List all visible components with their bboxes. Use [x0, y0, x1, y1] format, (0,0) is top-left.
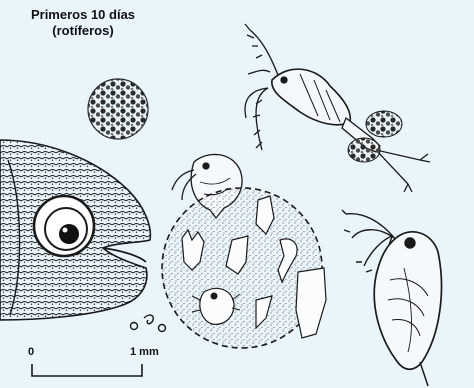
scale-start-label: 0	[28, 346, 34, 358]
small-rotifer-particles	[131, 315, 166, 331]
egg-mass	[88, 79, 148, 139]
scale-end-label: 1 mm	[130, 346, 159, 358]
title-line-2: (rotíferos)	[8, 23, 158, 39]
title-line-1: Primeros 10 días	[8, 7, 158, 23]
fish-pupil	[59, 224, 79, 244]
diagram-title: Primeros 10 días (rotíferos)	[8, 7, 158, 39]
rotifer-g	[296, 268, 326, 338]
cladoceran-daphnia	[342, 210, 441, 386]
magnified-rotifer-circle	[162, 188, 326, 348]
fish-larva-head	[0, 140, 150, 320]
scale-bar	[32, 364, 142, 376]
copepod	[245, 24, 430, 192]
rotifer-e	[200, 288, 234, 324]
